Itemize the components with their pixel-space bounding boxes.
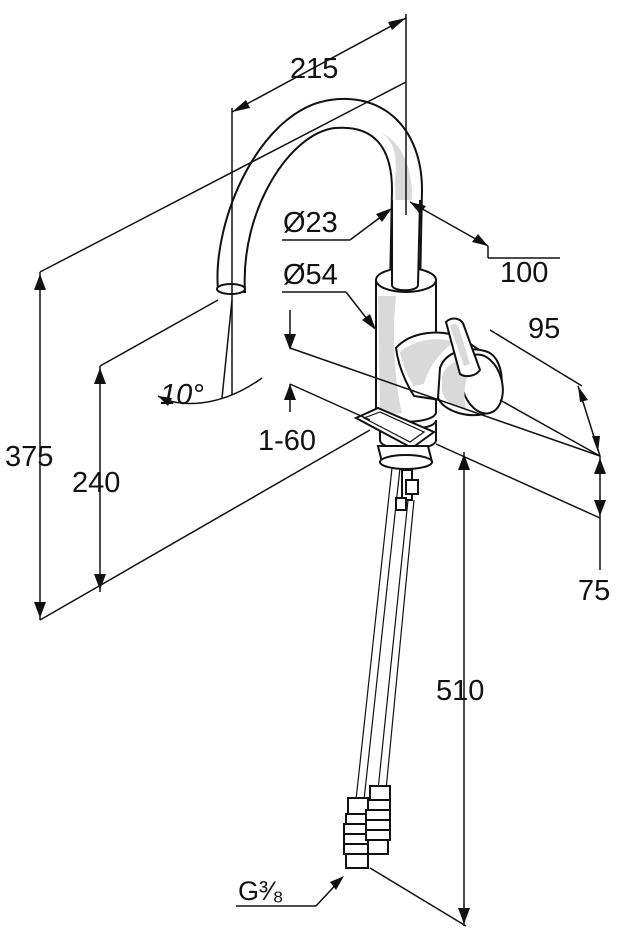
label-1-60: 1-60 [258, 425, 316, 457]
label-diameter-54: Ø54 [283, 259, 338, 291]
label-95: 95 [528, 313, 560, 345]
label-240: 240 [72, 467, 120, 499]
label-g-thread: G³⁄₈ [238, 876, 284, 906]
hose-right [377, 499, 415, 791]
lever-housing-shade [400, 339, 454, 386]
label-75: 75 [578, 575, 610, 607]
rod-clip-upper [405, 479, 419, 495]
hose-left [355, 467, 401, 801]
mounting-plate-inner [362, 411, 426, 443]
faucet [216, 97, 504, 869]
mount-washer [379, 454, 433, 470]
mounting-plate [353, 406, 437, 450]
label-510: 510 [436, 675, 484, 707]
dimension-lines [34, 14, 606, 927]
label-215: 215 [290, 53, 338, 85]
label-100: 100 [500, 257, 548, 289]
lever-handle-shade [450, 323, 470, 366]
spout-neck [391, 199, 421, 292]
hose-connector-right [365, 785, 391, 855]
dimension-labels: 215 Ø23 Ø54 100 95 375 240 10° 1-60 510 … [5, 53, 610, 906]
spout-outlet [216, 283, 246, 295]
label-10-degree: 10° [160, 379, 204, 411]
label-375: 375 [5, 441, 53, 473]
rod-clip-lower [395, 497, 407, 511]
spout-outer [216, 97, 424, 294]
label-diameter-23: Ø23 [283, 207, 338, 239]
